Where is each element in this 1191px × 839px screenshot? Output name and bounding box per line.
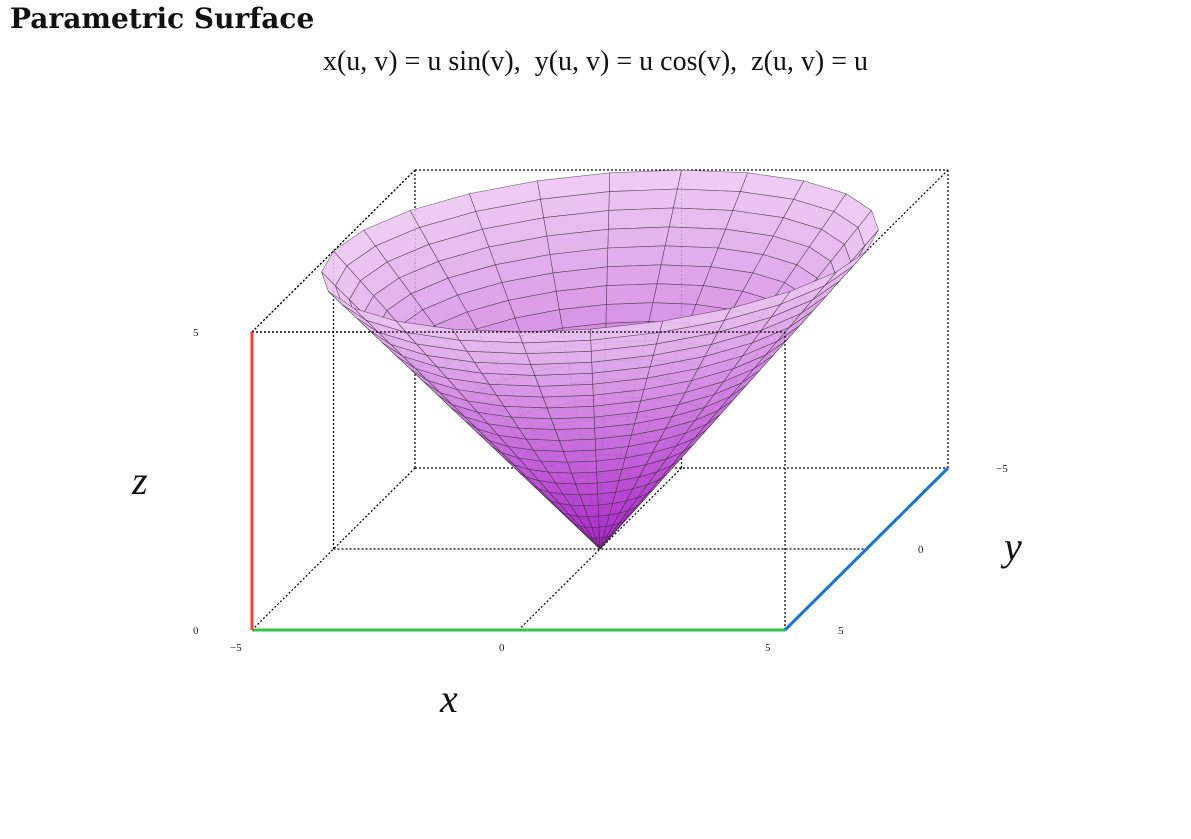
surface-patch xyxy=(652,283,704,305)
surface-patch xyxy=(606,245,666,268)
cone-surface xyxy=(321,169,879,550)
bounding-box-front xyxy=(251,169,786,630)
z-axis-label: z xyxy=(131,458,148,503)
surface-patch xyxy=(677,169,749,192)
page-title: Parametric Surface xyxy=(10,2,315,35)
x-tick-min: −5 xyxy=(230,642,242,654)
y-axis-line xyxy=(783,466,950,632)
formula-z: z(u, v) = u xyxy=(751,46,869,77)
surface-patch xyxy=(571,471,598,485)
z-tick-max: 5 xyxy=(193,327,199,339)
x-tick-mid: 0 xyxy=(499,642,505,654)
surface-patch xyxy=(668,207,734,230)
y-tick-mid: 0 xyxy=(918,544,924,556)
surface-patch xyxy=(607,226,670,249)
formula-x: x(u, v) = u sin(v), xyxy=(322,46,521,77)
formula: x(u, v) = u sin(v), y(u, v) = u cos(v), … xyxy=(0,46,1191,78)
surface-patch xyxy=(608,188,678,211)
y-tick-min: −5 xyxy=(996,463,1008,475)
x-tick-max: 5 xyxy=(765,642,771,654)
surface-patch xyxy=(656,264,712,286)
surface-patch xyxy=(607,207,674,230)
formula-y: y(u, v) = u cos(v), xyxy=(534,46,738,77)
x-axis-label: x xyxy=(439,676,458,721)
y-tick-max: 5 xyxy=(838,625,844,637)
surface-patch xyxy=(566,460,597,474)
surface-patch xyxy=(660,245,719,268)
surface-patch xyxy=(558,438,596,452)
z-tick-min: 0 xyxy=(193,625,199,637)
surface-patch xyxy=(503,405,552,420)
surface-patch xyxy=(546,405,595,420)
surface-patch xyxy=(575,482,598,496)
y-axis-label: y xyxy=(1000,524,1022,569)
surface-patch xyxy=(562,449,597,463)
surface-patch xyxy=(554,427,596,441)
surface-patch xyxy=(673,188,741,211)
surface-patch xyxy=(518,328,592,344)
surface-patch xyxy=(664,226,727,249)
surface-patch xyxy=(608,169,682,192)
surface-patch xyxy=(606,283,658,305)
surface-patch xyxy=(550,416,595,430)
surface-patch xyxy=(606,264,662,286)
surface-patch xyxy=(605,302,654,324)
